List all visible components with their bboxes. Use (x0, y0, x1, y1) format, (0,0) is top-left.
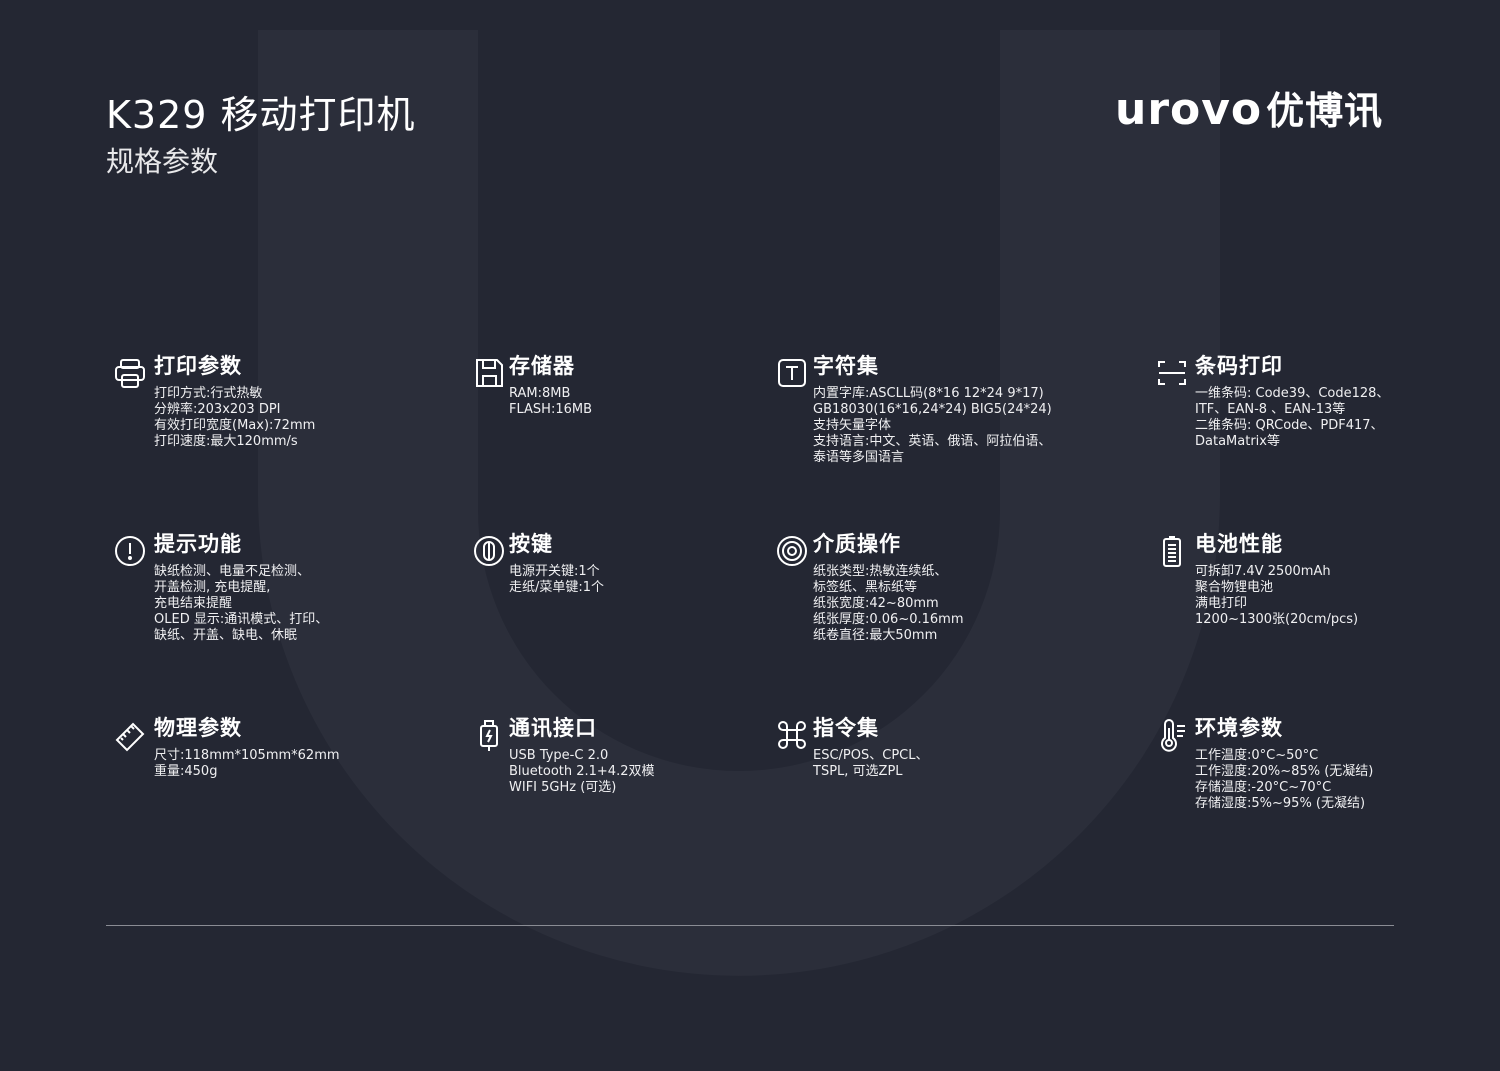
spec-line: 走纸/菜单键:1个 (509, 580, 605, 595)
spec-line: 可拆卸7.4V 2500mAh (1195, 564, 1331, 579)
spec-line: 缺纸检测、电量不足检测、 (154, 564, 311, 579)
page-title: K329 移动打印机 (106, 93, 416, 137)
spec-title: 打印参数 (154, 354, 242, 378)
spec-command: 指令集 ESC/POS、CPCL、TSPL, 可选ZPL (775, 712, 928, 780)
spec-line: 一维条码: Code39、Code128、 (1195, 386, 1390, 401)
spec-line: 存储温度:-20°C~70°C (1195, 780, 1332, 795)
ruler-icon (113, 718, 149, 754)
printer-icon (113, 356, 149, 392)
spec-line: 充电结束提醒 (154, 596, 233, 611)
spec-title: 字符集 (813, 354, 879, 378)
spec-line: 工作湿度:20%~85% (无凝结) (1195, 764, 1374, 779)
spec-line: ESC/POS、CPCL、 (813, 748, 929, 763)
spec-line: 标签纸、黑标纸等 (813, 580, 918, 595)
page-subtitle: 规格参数 (106, 145, 219, 178)
spec-line: USB Type-C 2.0 (509, 748, 609, 763)
spec-title: 电池性能 (1195, 532, 1283, 556)
spec-title: 条码打印 (1195, 354, 1283, 378)
spec-line: RAM:8MB (509, 386, 571, 401)
spec-line: WIFI 5GHz (可选) (509, 780, 617, 795)
spec-line: 分辨率:203x203 DPI (154, 402, 281, 417)
spec-title: 物理参数 (154, 716, 242, 740)
spec-line: 聚合物锂电池 (1195, 580, 1274, 595)
paper-roll-icon (775, 534, 808, 570)
spec-line: 存储湿度:5%~95% (无凝结) (1195, 796, 1366, 811)
logo-text: urovo (1115, 84, 1263, 135)
spec-line: 泰语等多国语言 (813, 450, 905, 465)
spec-line: ITF、EAN-8 、EAN-13等 (1195, 402, 1346, 417)
spec-line: 1200~1300张(20cm/pcs) (1195, 612, 1359, 627)
spec-text-t: 字符集内置字库:ASCLL码(8*16 12*24 9*17)GB18030(1… (775, 350, 1052, 466)
spec-line: 开盖检测, 充电提醒, (154, 580, 271, 595)
spec-line: 内置字库:ASCLL码(8*16 12*24 9*17) (813, 386, 1044, 401)
spec-line: 支持矢量字体 (813, 418, 892, 433)
spec-title: 提示功能 (154, 532, 242, 556)
spec-line: 尺寸:118mm*105mm*62mm (154, 748, 340, 763)
spec-line: TSPL, 可选ZPL (813, 764, 903, 779)
usb-icon (472, 718, 504, 754)
spec-line: 打印速度:最大120mm/s (154, 434, 298, 449)
spec-line: 缺纸、开盖、缺电、休眠 (154, 628, 298, 643)
spec-line: OLED 显示:通讯模式、打印、 (154, 612, 329, 627)
spec-line: 纸张类型:热敏连续纸、 (813, 564, 948, 579)
spec-line: 纸张宽度:42~80mm (813, 596, 939, 611)
spec-line: GB18030(16*16,24*24) BIG5(24*24) (813, 402, 1052, 417)
spec-line: FLASH:16MB (509, 402, 592, 417)
spec-scan-frame: 条码打印一维条码: Code39、Code128、ITF、EAN-8 、EAN-… (1155, 350, 1389, 450)
spec-line: 电源开关键:1个 (509, 564, 600, 579)
floppy-disk-icon (472, 356, 504, 392)
spec-title: 存储器 (509, 354, 575, 378)
command-icon (775, 718, 808, 754)
battery-icon (1155, 534, 1190, 570)
spec-line: Bluetooth 2.1+4.2双模 (509, 764, 655, 779)
power-button-icon (472, 534, 504, 570)
spec-line: 二维条码: QRCode、PDF417、 (1195, 418, 1384, 433)
logo-cn: 优博讯 (1266, 89, 1384, 133)
spec-line: 纸卷直径:最大50mm (813, 628, 938, 643)
spec-line: 打印方式:行式热敏 (154, 386, 263, 401)
spec-line: 支持语言:中文、英语、俄语、阿拉伯语、 (813, 434, 1052, 449)
spec-title: 指令集 (813, 716, 879, 740)
spec-title: 按键 (509, 532, 553, 556)
scan-frame-icon (1155, 356, 1190, 392)
text-t-icon (775, 356, 808, 392)
thermometer-icon (1155, 718, 1190, 754)
spec-power-button: 按键电源开关键:1个走纸/菜单键:1个 (472, 528, 604, 596)
divider (106, 925, 1394, 926)
spec-title: 环境参数 (1195, 716, 1283, 740)
spec-line: 工作温度:0°C~50°C (1195, 748, 1319, 763)
spec-line: 重量:450g (154, 764, 218, 779)
spec-line: DataMatrix等 (1195, 434, 1280, 449)
spec-line: 纸张厚度:0.06~0.16mm (813, 612, 964, 627)
spec-line: 满电打印 (1195, 596, 1248, 611)
spec-title: 通讯接口 (509, 716, 597, 740)
spec-title: 介质操作 (813, 532, 901, 556)
spec-line: 有效打印宽度(Max):72mm (154, 418, 316, 433)
alert-circle-icon (113, 534, 149, 570)
